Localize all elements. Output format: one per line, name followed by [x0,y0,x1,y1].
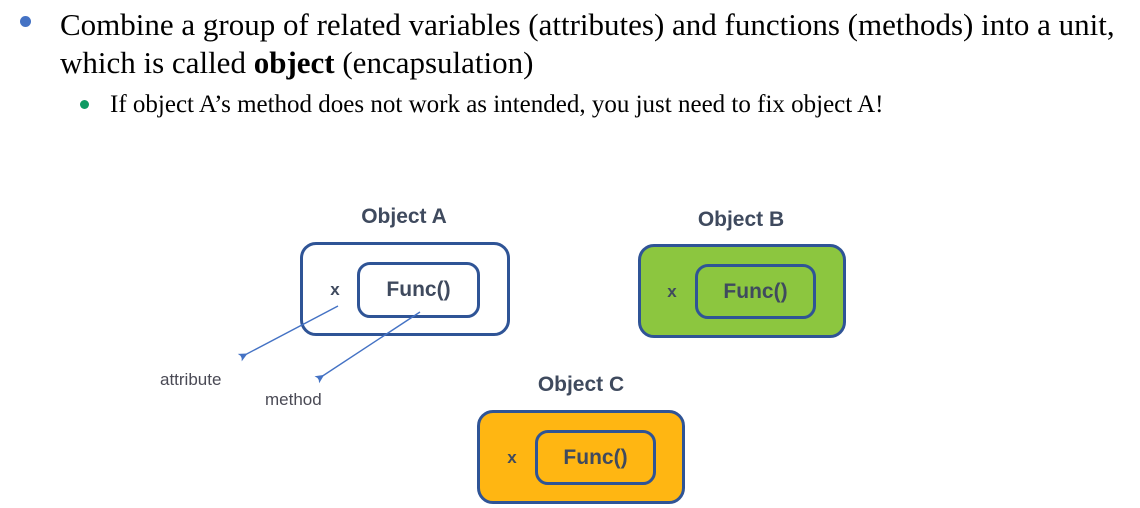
bullet-level-2-text: If object A’s method does not work as in… [8,89,1140,121]
bullet-1-text-bold: object [253,45,335,80]
object-b-attribute: x [667,282,677,301]
object-c-title: Object C [537,373,625,396]
object-a-method-box: Func() [357,262,480,318]
bullet-2-text: If object A’s method does not work as in… [110,91,884,118]
object-a-attribute: x [330,280,340,299]
object-c-method-box: Func() [535,430,656,485]
annotation-label-method: method [265,390,322,409]
object-c-attribute: x [507,448,517,467]
object-b-method-box: Func() [695,264,816,319]
bullet-1-text-after: (encapsulation) [334,45,534,80]
bullet-dot-green-icon [80,100,89,109]
bullet-1-text-before: Combine a group of related variables (at… [60,7,1115,80]
bullet-dot-blue-icon [20,16,31,27]
object-a-title: Object A [361,205,447,228]
annotation-label-attribute: attribute [160,370,222,389]
bullet-level-1-text: Combine a group of related variables (at… [8,6,1140,82]
object-b-title: Object B [697,208,785,231]
